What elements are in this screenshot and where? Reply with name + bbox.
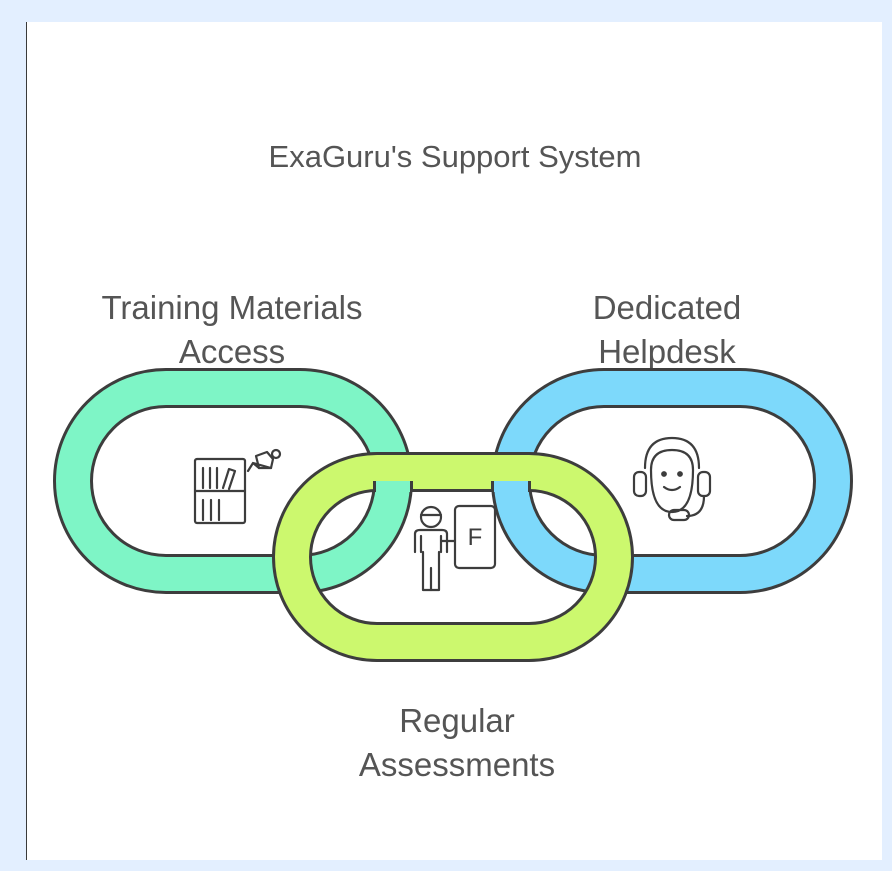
bookshelf-badminton-icon [193, 448, 282, 525]
label-helpdesk-line2: Helpdesk [598, 333, 736, 370]
diagram-title: ExaGuru's Support System [268, 139, 642, 174]
headset-support-icon [632, 436, 712, 522]
label-helpdesk-line1: Dedicated [592, 289, 742, 326]
label-assess-line1: Regular [399, 702, 515, 739]
diagram-card: ExaGuru's Support System Training Materi… [26, 22, 882, 860]
chain-link-assessments [272, 452, 634, 662]
label-assess-line2: Assessments [358, 746, 556, 783]
label-regular-assessments: Regular Assessments [307, 699, 607, 787]
label-dedicated-helpdesk: Dedicated Helpdesk [517, 286, 817, 374]
label-training-line2: Access [178, 333, 286, 370]
chain-diagram: F [53, 368, 853, 662]
board-letter: F [468, 524, 483, 551]
label-training-line1: Training Materials [101, 289, 363, 326]
teacher-board-icon: F [413, 504, 497, 592]
label-training-materials: Training Materials Access [82, 286, 382, 374]
